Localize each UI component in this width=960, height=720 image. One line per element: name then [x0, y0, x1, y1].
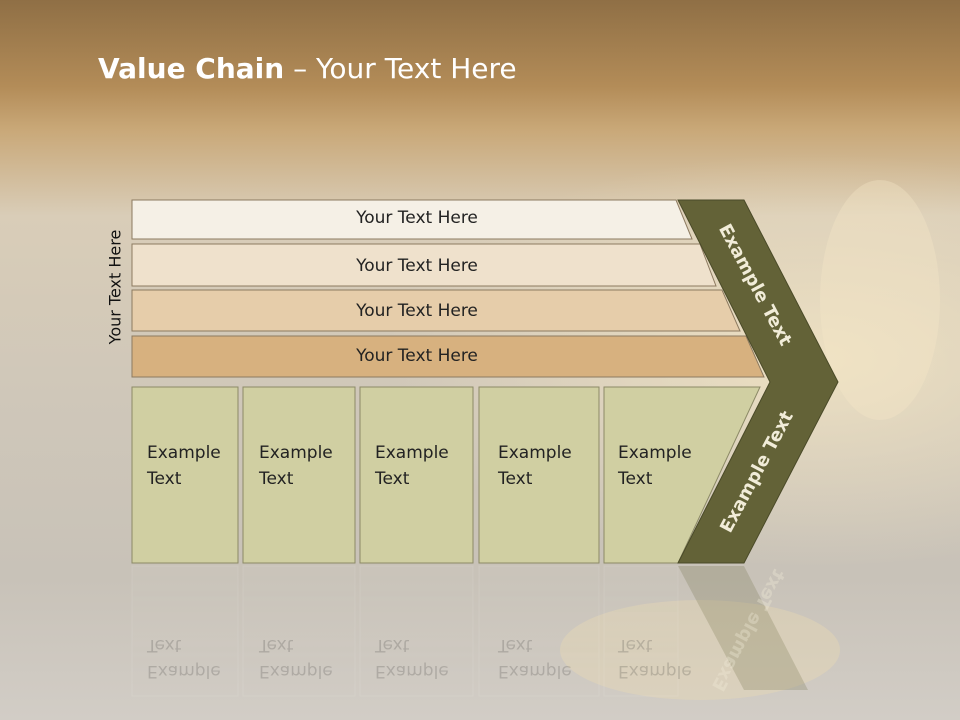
column-reflection-1: Example Text — [147, 632, 221, 684]
column-box-4 — [478, 386, 600, 564]
column-box-1 — [131, 386, 239, 564]
column-label-5-line1: Example — [618, 443, 692, 463]
reflection — [131, 565, 808, 697]
title-bold: Value Chain — [98, 52, 285, 85]
column-label-4: Example Text — [498, 440, 572, 492]
column-box-2 — [242, 386, 356, 564]
slide-title: Value Chain – Your Text Here — [98, 52, 517, 85]
column-reflection-1-line1: Example — [147, 661, 221, 681]
column-label-3: Example Text — [375, 440, 449, 492]
column-reflection-4: Example Text — [498, 632, 572, 684]
column-reflection-4-line2: Text — [498, 635, 533, 655]
column-reflection-1-line2: Text — [147, 635, 182, 655]
title-rest: – Your Text Here — [284, 52, 517, 85]
column-reflection-4-line1: Example — [498, 661, 572, 681]
side-label: Your Text Here — [105, 229, 125, 345]
column-label-1-line2: Text — [147, 469, 182, 489]
column-label-2-line1: Example — [259, 443, 333, 463]
row-bar-4 — [131, 335, 765, 378]
column-label-4-line1: Example — [498, 443, 572, 463]
column-box-3 — [359, 386, 474, 564]
column-label-5: Example Text — [618, 440, 692, 492]
row-bar-3 — [131, 289, 741, 332]
row-label-1: Your Text Here — [356, 208, 478, 228]
column-reflection-3-line1: Example — [375, 661, 449, 681]
column-label-1: Example Text — [147, 440, 221, 492]
row-bar-2 — [131, 243, 717, 287]
column-reflection-2-line1: Example — [259, 661, 333, 681]
column-reflection-2-line2: Text — [259, 635, 294, 655]
column-label-4-line2: Text — [498, 469, 533, 489]
column-reflection-3: Example Text — [375, 632, 449, 684]
row-label-4: Your Text Here — [356, 346, 478, 366]
column-label-3-line2: Text — [375, 469, 410, 489]
column-reflection-5-line1: Example — [618, 661, 692, 681]
column-label-2: Example Text — [259, 440, 333, 492]
row-bar-1 — [131, 199, 693, 240]
column-reflection-5: Example Text — [618, 632, 692, 684]
column-label-5-line2: Text — [618, 469, 653, 489]
column-label-2-line2: Text — [259, 469, 294, 489]
row-label-3: Your Text Here — [356, 301, 478, 321]
column-reflection-2: Example Text — [259, 632, 333, 684]
column-reflection-5-line2: Text — [618, 635, 653, 655]
chevron-arrow — [677, 199, 839, 564]
column-label-3-line1: Example — [375, 443, 449, 463]
column-label-1-line1: Example — [147, 443, 221, 463]
row-label-2: Your Text Here — [356, 256, 478, 276]
column-reflection-3-line2: Text — [375, 635, 410, 655]
